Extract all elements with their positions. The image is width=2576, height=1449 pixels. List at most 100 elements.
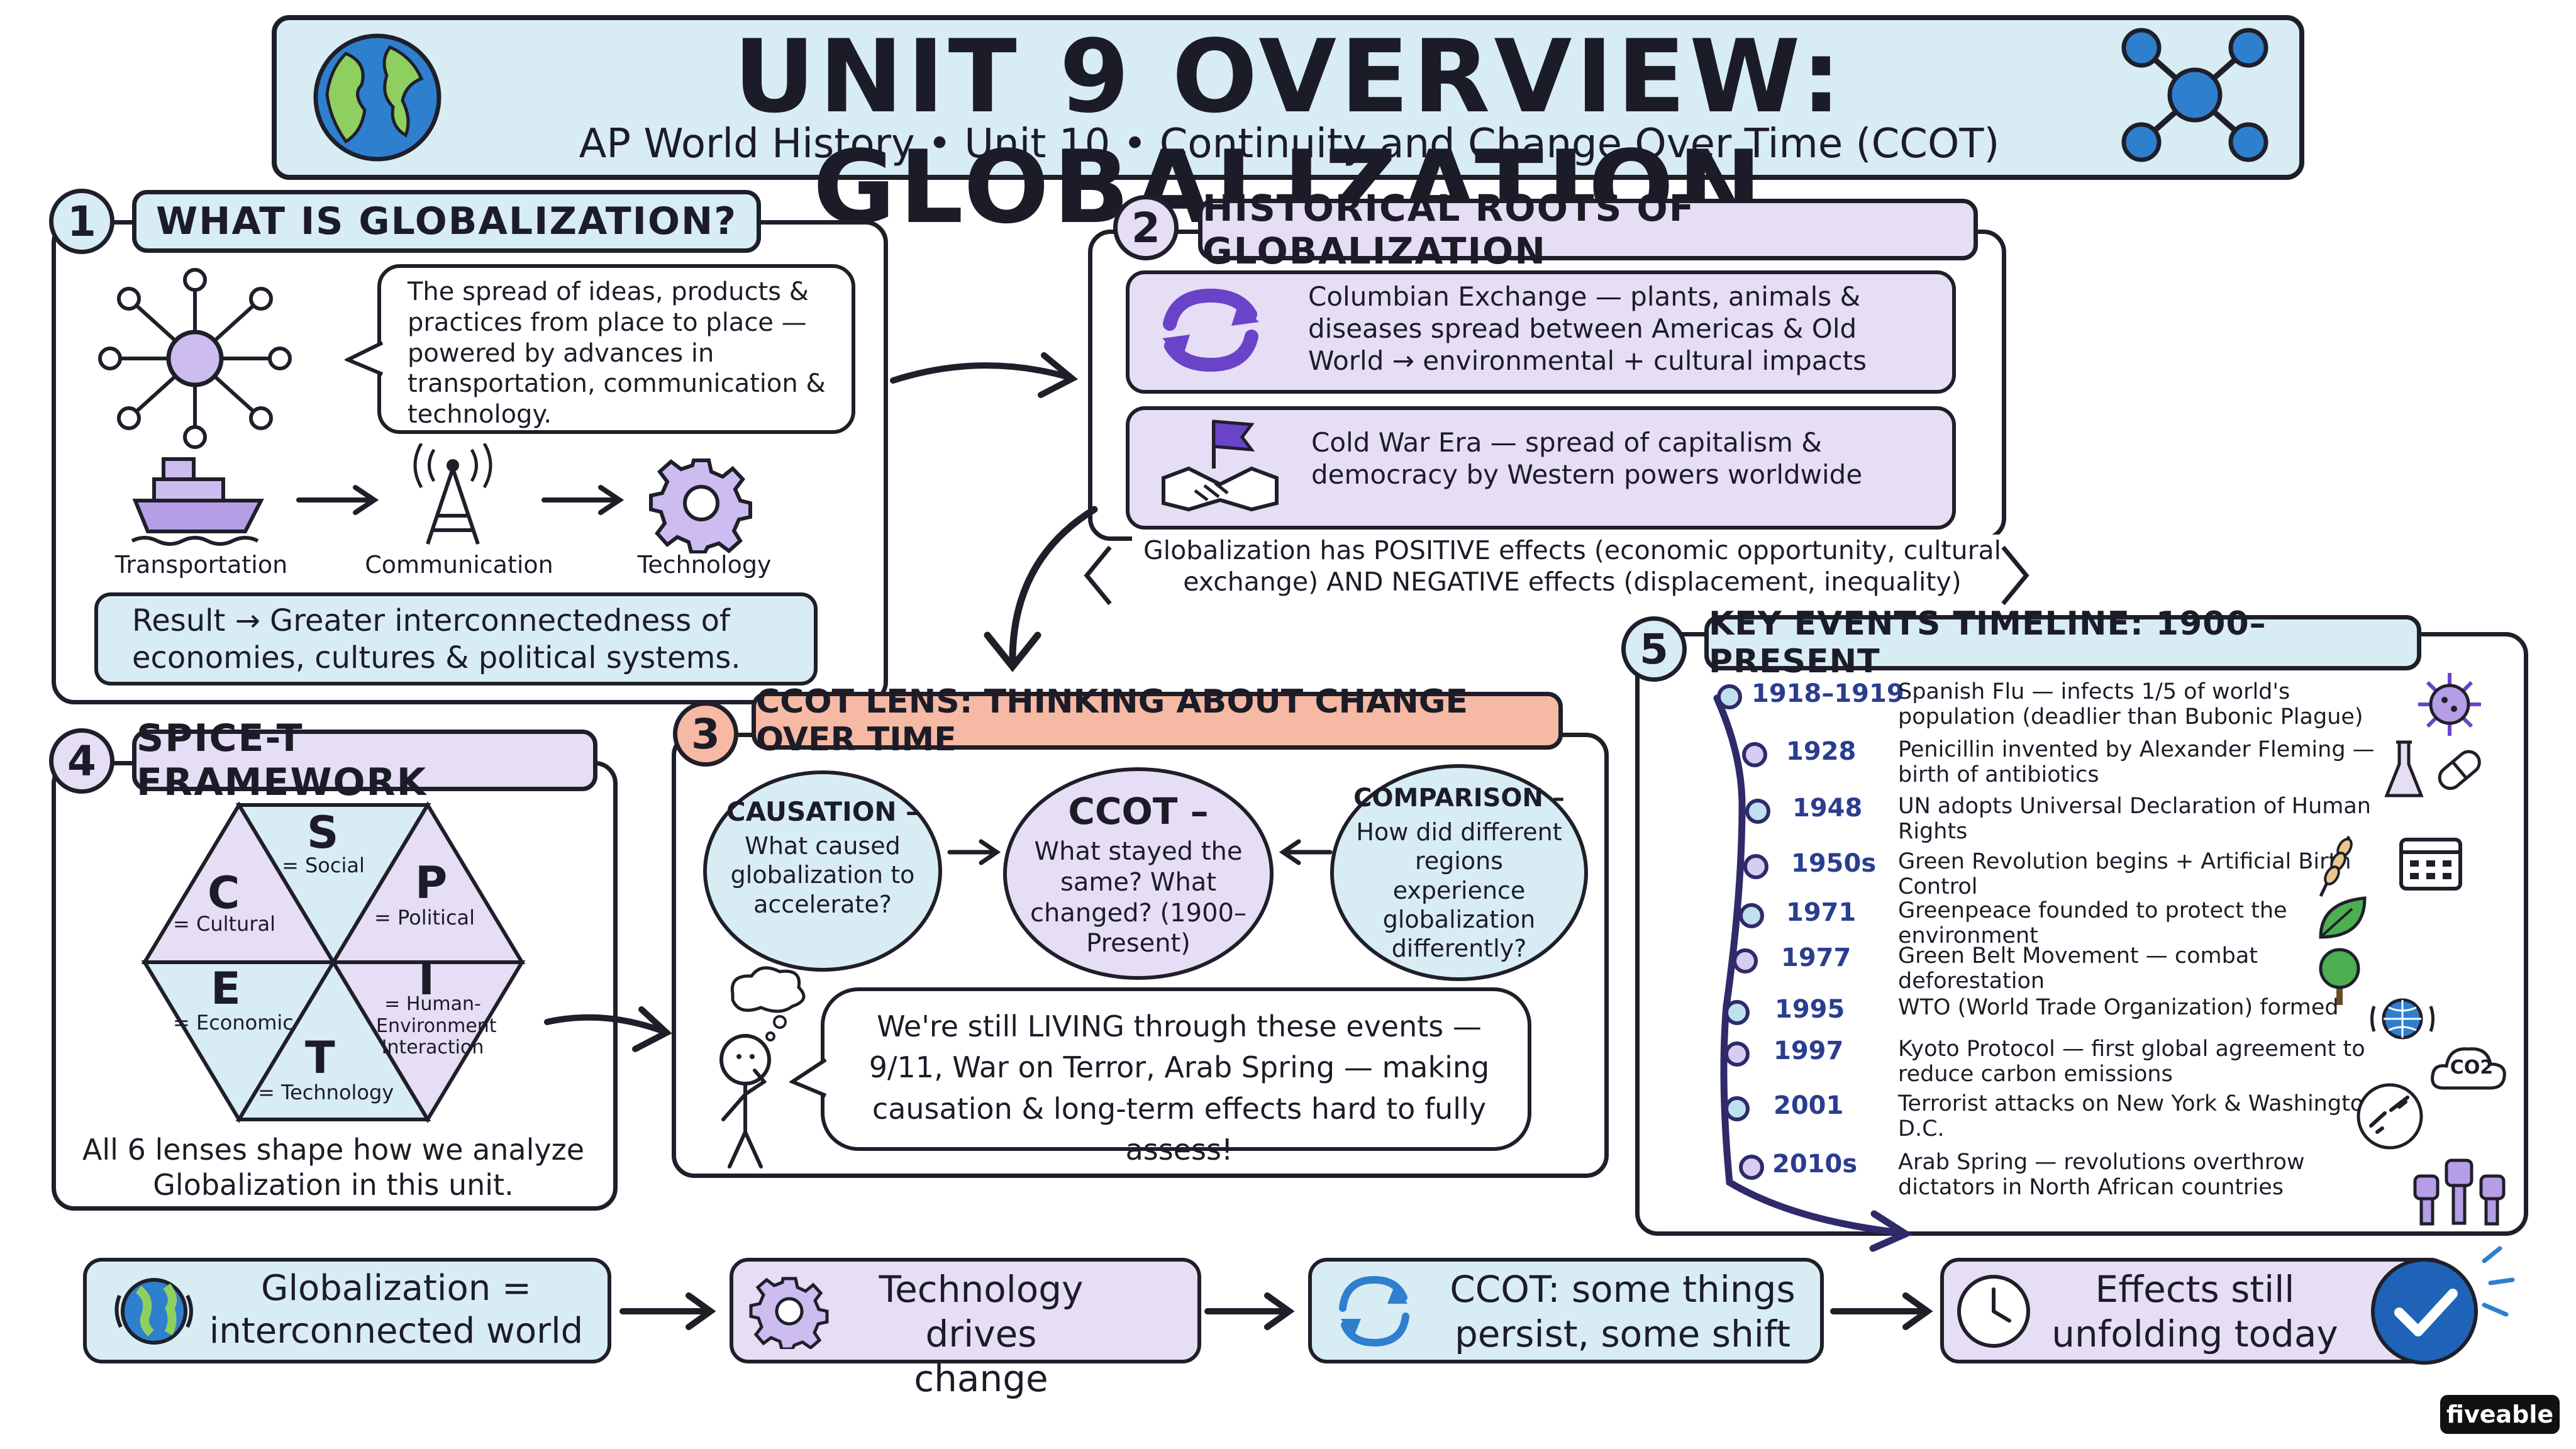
spice-letter-s: S (307, 807, 339, 858)
summary-technology-text: Technology drives change (879, 1268, 1084, 1400)
tree-icon (2319, 948, 2360, 1005)
handshake-flag-icon (1162, 419, 1279, 512)
spice-label-c: = Cultural (173, 912, 275, 936)
gear-icon (649, 458, 752, 553)
spice-t-hexagon (141, 801, 526, 1123)
arrow-s2-to-s3 (984, 506, 1098, 672)
timeline-event-text: Arab Spring — revolutions overthrow dict… (1898, 1150, 2305, 1201)
timeline-event-text: Green Revolution begins + Artificial Bir… (1898, 849, 2351, 900)
section-2-number: 2 (1113, 195, 1179, 260)
exchange-cycle-icon (1162, 288, 1259, 372)
arrow-right-icon (1204, 1292, 1295, 1330)
page-subtitle: AP World History • Unit 10 • Continuity … (579, 121, 2000, 167)
gear-icon (749, 1277, 829, 1349)
icon-label-transportation: Transportation (114, 551, 288, 579)
globalization-definition: The spread of ideas, products & practice… (408, 277, 826, 430)
hub-network-icon (98, 268, 292, 449)
header-banner (272, 15, 2304, 180)
arrow-right-icon (947, 839, 1001, 865)
timeline-event-text: Kyoto Protocol — first global agreement … (1898, 1036, 2365, 1087)
ship-icon (131, 457, 264, 546)
timeline-year: 2001 (1774, 1091, 1844, 1120)
icon-label-communication: Communication (365, 551, 553, 579)
timeline-event-text: UN adopts Universal Declaration of Human… (1898, 794, 2371, 845)
bracket-right (2001, 545, 2029, 606)
ccot-oval (1003, 767, 1274, 980)
causation-heading: CAUSATION – (726, 796, 919, 827)
causation-oval (703, 770, 942, 972)
summary-ccot-text: CCOT: some things persist, some shift (1450, 1268, 1796, 1355)
bubble-tail (789, 1058, 827, 1097)
network-icon (2121, 28, 2268, 162)
still-living-text: We're still LIVING through these events … (869, 1009, 1490, 1167)
arrow-right-icon (1830, 1292, 1933, 1330)
comparison-body: How did different regions experience glo… (1356, 818, 1562, 963)
timeline-dot (1742, 742, 1767, 767)
timeline-event-text: Green Belt Movement — combat deforestati… (1898, 943, 2258, 994)
section-3-title: CCOT LENS: THINKING ABOUT CHANGE OVER TI… (752, 683, 1563, 758)
timeline-year: 2010s (1772, 1150, 1858, 1179)
ccot-body: What stayed the same? What changed? (190… (1030, 837, 1246, 958)
co2-label: CO2 (2450, 1057, 2494, 1079)
speech-tail (345, 341, 384, 376)
timeline-dot (1739, 903, 1764, 928)
timeline-event-text: Greenpeace founded to protect the enviro… (1898, 898, 2287, 949)
timeline-year: 1971 (1786, 898, 1857, 927)
section-1-title: WHAT IS GLOBALIZATION? (132, 190, 761, 253)
summary-effects-text: Effects still unfolding today (2051, 1268, 2338, 1355)
arrow-right-icon (541, 485, 625, 515)
cycle-arrows-icon (1339, 1275, 1409, 1347)
spice-letter-p: P (415, 857, 448, 909)
spice-label-s: = Social (282, 853, 365, 877)
timeline-event-text: Terrorist attacks on New York & Washingt… (1898, 1091, 2385, 1142)
result-box (94, 592, 818, 686)
spice-label-p: = Political (374, 906, 475, 930)
flask-pill-icon (2384, 740, 2481, 797)
timeline-year: 1918–1919 (1752, 679, 1904, 708)
radio-tower-icon (413, 443, 492, 545)
effects-note: Globalization has POSITIVE effects (econ… (1132, 535, 2012, 598)
leaf-icon (2319, 896, 2367, 939)
cold-war-text: Cold War Era — spread of capitalism & de… (1311, 427, 1863, 491)
timeline-dot (1724, 1041, 1750, 1067)
causation-body: What caused globalization to accelerate? (730, 832, 915, 918)
timeline-year: 1997 (1774, 1036, 1844, 1065)
section-5-title: KEY EVENTS TIMELINE: 1900–PRESENT (1704, 605, 2421, 680)
spice-label-t: = Technology (258, 1080, 394, 1104)
globe-arrows-icon (114, 1278, 193, 1345)
section-4-title: SPICE-T FRAMEWORK (132, 716, 597, 804)
section-2-title: HISTORICAL ROOTS OF GLOBALIZATION (1198, 187, 1978, 272)
timeline-dot (1745, 799, 1770, 824)
timeline-dot (1724, 1096, 1750, 1121)
timeline-dot (1717, 684, 1742, 709)
section-4-number: 4 (49, 728, 114, 794)
checkmark-icon (2371, 1246, 2515, 1365)
timeline-dot (1739, 1155, 1764, 1180)
timeline-event-text: Spanish Flu — infects 1/5 of world's pop… (1898, 679, 2363, 730)
spice-letter-t: T (305, 1032, 335, 1084)
timeline-dot (1733, 948, 1758, 974)
summary-card-ccot (1308, 1258, 1824, 1363)
arrow-right-icon (619, 1292, 716, 1330)
summary-interconnected-text: Globalization = interconnected world (209, 1268, 584, 1352)
globe-arrows-icon (2370, 998, 2434, 1040)
thinking-person-icon (719, 966, 806, 1169)
timeline-year: 1995 (1775, 995, 1845, 1024)
bracket-left (1084, 545, 1112, 606)
arrow-s1-to-s2 (890, 352, 1079, 398)
icon-label-technology: Technology (637, 551, 772, 579)
arrow-s4-to-s3 (544, 1006, 672, 1052)
comparison-heading: COMPARISON – (1353, 784, 1565, 813)
arrow-right-icon (296, 485, 379, 515)
ccot-heading: CCOT – (1068, 790, 1209, 833)
globe-icon (313, 33, 441, 162)
co2-cloud-icon (2431, 1047, 2506, 1090)
section-3-number: 3 (673, 701, 738, 767)
timeline-dot (1743, 854, 1768, 879)
spice-letter-e: E (211, 963, 241, 1014)
timeline-dot (1724, 1000, 1750, 1025)
fiveable-logo: fiveable (2440, 1395, 2560, 1434)
timeline-year: 1928 (1786, 737, 1857, 766)
columbian-exchange-text: Columbian Exchange — plants, animals & d… (1308, 281, 1867, 377)
raised-fists-icon (2413, 1158, 2506, 1226)
